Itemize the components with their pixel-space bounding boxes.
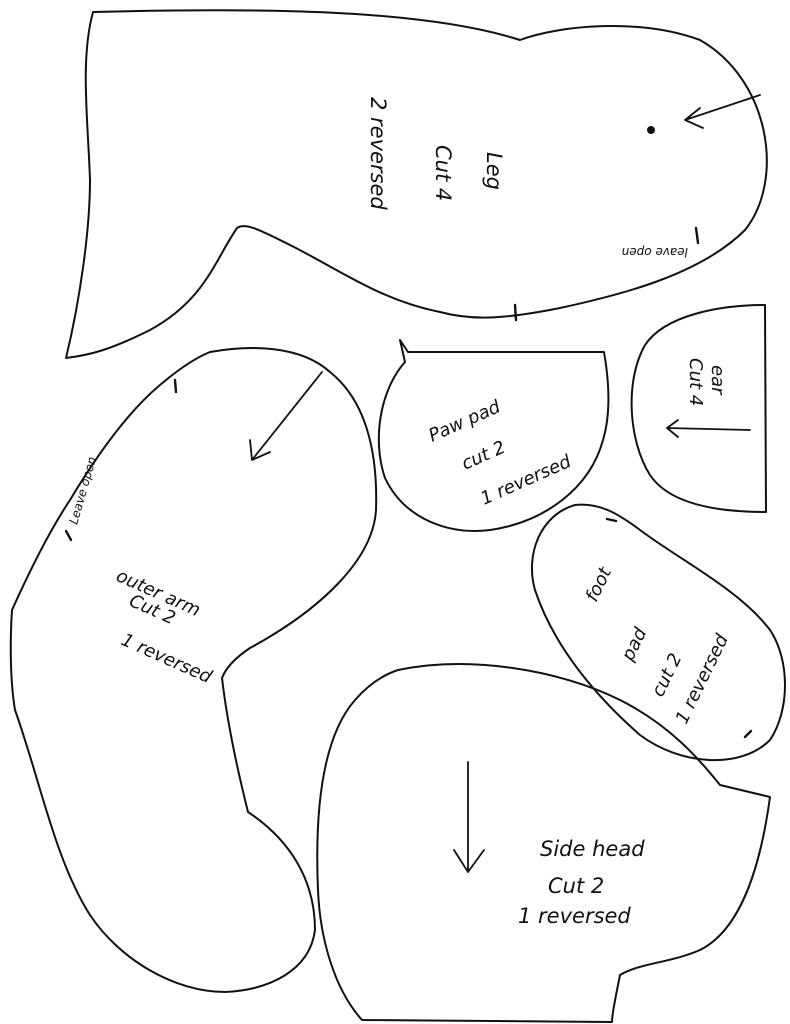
leg-placement-dot xyxy=(647,126,655,134)
leg-leave-open-label: leave open xyxy=(622,245,688,259)
leg-grainline-arrow xyxy=(684,94,761,129)
head-reversed-note: 1 reversed xyxy=(518,904,631,928)
arm-opening-mark-bottom xyxy=(64,529,73,542)
arm-grainline-arrow xyxy=(249,371,323,461)
foot-pad-title-line1: foot xyxy=(582,563,617,605)
foot-pad-title-line2: pad xyxy=(617,624,651,665)
head-grainline-arrow xyxy=(453,761,485,873)
arm-opening-mark-top xyxy=(173,378,178,394)
foot-pad-mark-right xyxy=(743,729,753,739)
leg-title: Leg xyxy=(482,152,506,190)
leg-cut-count: Cut 4 xyxy=(431,145,455,201)
arm-reversed-note: 1 reversed xyxy=(118,629,215,688)
foot-pad-piece: foot pad cut 2 1 reversed xyxy=(530,503,786,762)
outer-arm-outline xyxy=(9,347,378,993)
leg-piece: Leg Cut 4 2 reversed leave open xyxy=(65,9,768,359)
ear-title: ear xyxy=(707,365,728,396)
ear-outline xyxy=(630,304,767,513)
head-title: Side head xyxy=(540,837,645,861)
foot-pad-outline xyxy=(530,503,786,762)
leg-opening-mark-right xyxy=(694,226,700,245)
foot-pad-cut-count: cut 2 xyxy=(648,650,687,700)
outer-arm-piece: Leave open outer arm Cut 2 1 reversed xyxy=(9,347,378,993)
leg-opening-mark-left xyxy=(513,303,518,322)
side-head-piece: Side head Cut 2 1 reversed xyxy=(316,663,771,1023)
ear-cut-count: Cut 4 xyxy=(685,358,706,406)
leg-reversed-note: 2 reversed xyxy=(366,97,390,210)
foot-pad-mark-top xyxy=(605,517,618,523)
paw-pad-outline xyxy=(377,339,610,532)
paw-pad-piece: Paw pad cut 2 1 reversed xyxy=(377,339,610,532)
ear-grainline-arrow xyxy=(666,419,751,438)
foot-pad-reversed-note: 1 reversed xyxy=(672,631,733,728)
side-head-outline xyxy=(316,663,771,1023)
head-cut-count: Cut 2 xyxy=(548,874,604,898)
arm-leave-open-label: Leave open xyxy=(66,455,99,526)
leg-label-group: Leg xyxy=(482,152,506,190)
paw-pad-cut-count: cut 2 xyxy=(458,437,508,475)
leg-outline xyxy=(65,9,768,359)
ear-piece: ear Cut 4 xyxy=(630,304,767,513)
paw-pad-title: Paw pad xyxy=(425,396,504,446)
